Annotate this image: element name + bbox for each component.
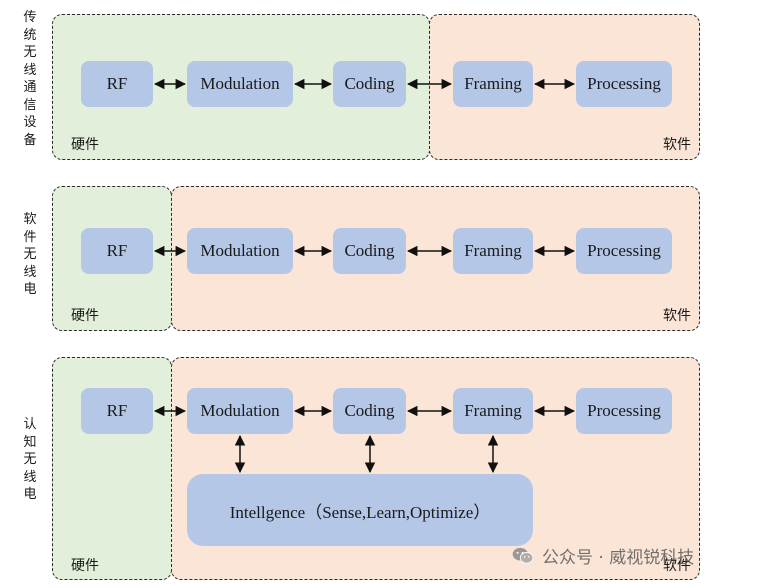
row2-processing-block: Processing bbox=[576, 228, 672, 274]
row1-hardware-label: 硬件 bbox=[71, 137, 99, 153]
watermark: 公众号 · 威视锐科技 bbox=[512, 543, 694, 568]
row2-rf-block: RF bbox=[81, 228, 153, 274]
row3-framing-block: Framing bbox=[453, 388, 533, 434]
row1-coding-block: Coding bbox=[333, 61, 406, 107]
row3-software-label: 软件 bbox=[663, 558, 691, 574]
row2-hardware-label: 硬件 bbox=[71, 308, 99, 324]
row1-side-label: 传统无线通信设备 bbox=[23, 10, 37, 148]
row1-rf-block: RF bbox=[81, 61, 153, 107]
row1-processing-block: Processing bbox=[576, 61, 672, 107]
row2-side-label: 软件无线电 bbox=[23, 212, 37, 297]
row3-hardware-label: 硬件 bbox=[71, 558, 99, 574]
row1-framing-block: Framing bbox=[453, 61, 533, 107]
row3-intelligence-block: Intellgence（Sense,Learn,Optimize） bbox=[187, 474, 533, 546]
row3-modulation-block: Modulation bbox=[187, 388, 293, 434]
row2-coding-block: Coding bbox=[333, 228, 406, 274]
row1-software-label: 软件 bbox=[663, 137, 691, 153]
row1-modulation-block: Modulation bbox=[187, 61, 293, 107]
row3-rf-block: RF bbox=[81, 388, 153, 434]
wechat-icon bbox=[512, 547, 534, 564]
row3-coding-block: Coding bbox=[333, 388, 406, 434]
row3-side-label: 认知无线电 bbox=[23, 417, 37, 502]
row2-modulation-block: Modulation bbox=[187, 228, 293, 274]
row3-processing-block: Processing bbox=[576, 388, 672, 434]
row2-software-label: 软件 bbox=[663, 308, 691, 324]
watermark-text: 公众号 · 威视锐科技 bbox=[542, 548, 695, 568]
row2-framing-block: Framing bbox=[453, 228, 533, 274]
